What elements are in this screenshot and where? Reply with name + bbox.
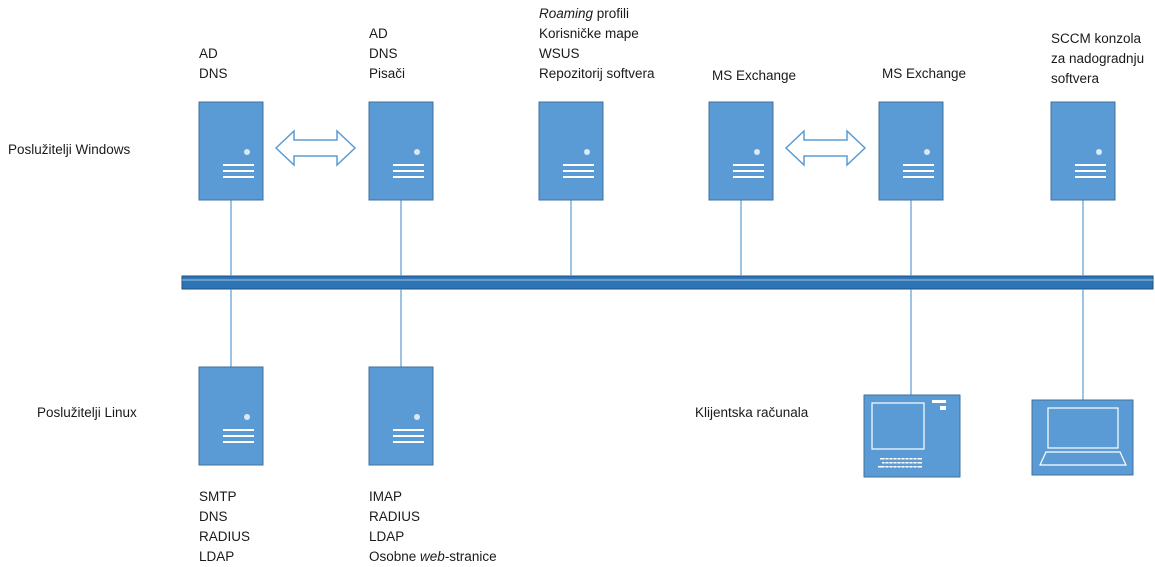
- server-5-label: MS Exchange: [882, 64, 966, 84]
- label-line: SCCM konzola: [1051, 31, 1142, 46]
- label-line: IMAP: [369, 489, 403, 504]
- server-6-label: SCCM konzola za nadogradnju softvera: [1051, 29, 1144, 89]
- label-line: LDAP: [369, 529, 405, 544]
- label-line: LDAP: [199, 549, 235, 564]
- desktop-computer-icon: [863, 394, 961, 478]
- label-line: softvera: [1051, 71, 1100, 86]
- label-line: DNS: [369, 46, 398, 61]
- label-line: MS Exchange: [712, 68, 797, 83]
- server-3-label: Roaming profili Korisničke mape WSUS Rep…: [539, 4, 655, 84]
- italic-word: Roaming: [539, 6, 594, 21]
- label-line: RADIUS: [199, 529, 251, 544]
- linux-servers-label: Poslužitelji Linux: [37, 405, 137, 420]
- label-line: DNS: [199, 509, 228, 524]
- server-icon: [538, 101, 604, 201]
- label-line: AD: [199, 46, 218, 61]
- upper-connectors: [230, 200, 1084, 276]
- label-line: AD: [369, 26, 388, 41]
- label-line: SMTP: [199, 489, 237, 504]
- label-line: Korisničke mape: [539, 26, 639, 41]
- label-line: MS Exchange: [882, 66, 967, 81]
- windows-servers-label: Poslužitelji Windows: [8, 142, 131, 157]
- server-icon: [368, 101, 434, 201]
- client-computers-label: Klijentska računala: [695, 405, 809, 420]
- server-icon: [368, 366, 434, 466]
- linux-server-1-label: SMTP DNS RADIUS LDAP: [199, 487, 250, 567]
- server-icon: [878, 101, 944, 201]
- label-line: DNS: [199, 66, 228, 81]
- double-arrow-icon: [274, 129, 357, 167]
- label-line: Repozitorij softvera: [539, 66, 655, 81]
- server-4-label: MS Exchange: [712, 66, 796, 86]
- label-line: RADIUS: [369, 509, 421, 524]
- laptop-icon: [1031, 399, 1134, 476]
- double-arrow-icon: [784, 129, 867, 167]
- label-line: WSUS: [539, 46, 580, 61]
- italic-word: web: [420, 549, 445, 564]
- linux-server-2-label: IMAP RADIUS LDAP Osobne web-stranice: [369, 487, 497, 567]
- label-text: -stranice: [444, 549, 497, 564]
- server-2-label: AD DNS Pisači: [369, 24, 405, 84]
- server-1-label: AD DNS: [199, 44, 228, 84]
- label-line: Osobne web-stranice: [369, 547, 497, 567]
- server-icon: [198, 366, 264, 466]
- server-icon: [198, 101, 264, 201]
- label-line: za nadogradnju: [1051, 51, 1145, 66]
- server-icon: [708, 101, 774, 201]
- server-icon: [1050, 101, 1116, 201]
- network-bus: [181, 275, 1154, 290]
- label-line: Roaming profili: [539, 4, 655, 24]
- label-text: profili: [596, 6, 630, 21]
- label-text: Osobne: [369, 549, 421, 564]
- lower-connectors: [230, 289, 1084, 400]
- label-line: Pisači: [369, 66, 406, 81]
